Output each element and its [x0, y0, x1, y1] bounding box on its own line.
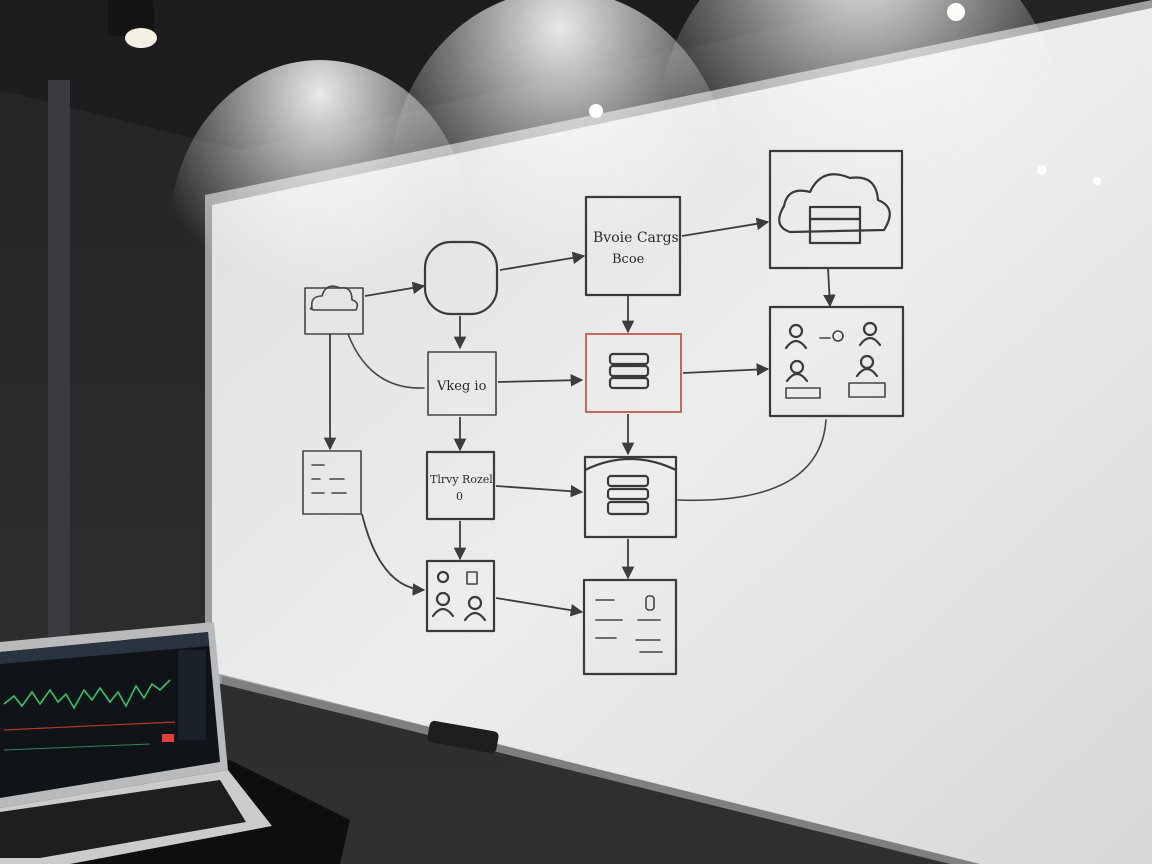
laptop-chart-line — [3, 679, 171, 710]
laptop-chart-marker — [162, 734, 174, 742]
service-node — [423, 240, 499, 316]
database-icon — [606, 474, 650, 516]
compute-box-label-1: Bvoie Cargs — [593, 230, 679, 246]
laptop-chart-baseline — [3, 721, 176, 731]
laptop-keyboard — [0, 780, 246, 858]
processing-box: Vkeg io — [427, 351, 497, 416]
users-icon — [431, 570, 487, 622]
document-icon — [595, 595, 663, 653]
spotlight-glow — [660, 0, 1060, 320]
cloud-icon — [309, 285, 359, 311]
diagram: Bvoie Cargs Bcoe Vkeg io — [302, 149, 905, 676]
laptop-screen — [0, 632, 220, 798]
cloud-icon — [778, 173, 891, 234]
reflection-dot — [1093, 177, 1101, 185]
database-box-highlight — [585, 333, 682, 413]
laptop-side-panel — [178, 650, 206, 740]
compute-box-label-2: Bcoe — [612, 252, 645, 267]
users-box-bottom — [425, 559, 496, 633]
reflection-dot — [1037, 165, 1047, 175]
marker-tray — [222, 676, 980, 864]
document-box-bottom — [582, 578, 678, 676]
cloud-node-source — [304, 285, 364, 335]
cloud-storage-box — [768, 149, 904, 270]
routing-box-label-1: Tlrvy Rozel — [430, 473, 493, 486]
database-icon — [608, 352, 650, 390]
document-icon — [311, 464, 347, 494]
routing-box-label-2: 0 — [456, 490, 463, 503]
track-light-icon — [108, 0, 157, 48]
document-box-left — [302, 450, 362, 515]
laptop-chart-baseline — [3, 743, 151, 751]
users-box-top — [768, 305, 905, 418]
laptop-icon — [0, 622, 350, 864]
processing-box-label: Vkeg io — [436, 379, 487, 394]
database-icon — [808, 205, 862, 245]
database-box-center — [583, 455, 678, 539]
laptop-screen-header — [0, 632, 209, 664]
compute-box: Bvoie Cargs Bcoe — [584, 195, 682, 297]
spotlight-glow — [390, 0, 730, 370]
wall-column — [48, 80, 70, 640]
users-icon — [784, 321, 882, 383]
reflection-dot — [589, 104, 603, 118]
routing-box: Tlrvy Rozel 0 — [425, 450, 496, 521]
eraser-icon — [427, 720, 499, 754]
connector-arrows — [323, 217, 836, 617]
